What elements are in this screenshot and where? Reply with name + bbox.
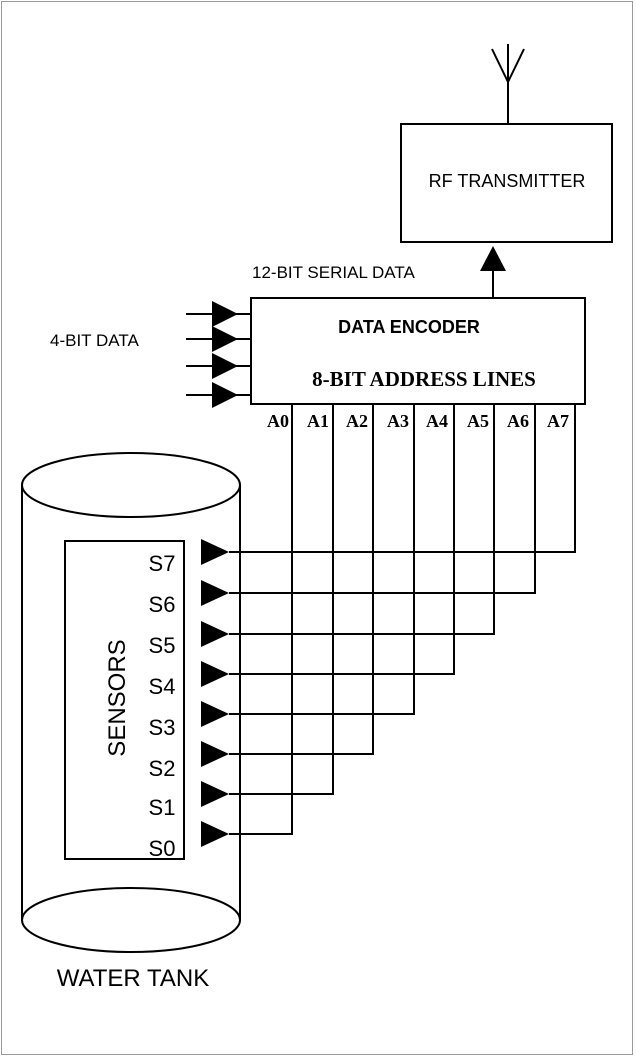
four-bit-data-label: 4-BIT DATA <box>50 331 139 350</box>
sensor-arrow-s1 <box>201 781 229 807</box>
data-encoder-box <box>250 297 586 405</box>
sensor-arrow-s6 <box>201 580 229 606</box>
sensor-arrow-s0 <box>201 821 229 847</box>
pin-label-a1: A1 <box>307 411 329 431</box>
sensors-box <box>64 540 185 860</box>
pin-label-a4: A4 <box>426 411 448 431</box>
tank-bottom <box>21 887 241 953</box>
serial-data-arrow <box>480 246 506 298</box>
pin-label-a6: A6 <box>507 411 529 431</box>
tank-top <box>21 452 241 518</box>
antenna-icon <box>491 44 525 124</box>
input-arrow-3 <box>212 353 238 379</box>
sensor-label-s3: S3 <box>149 715 176 740</box>
pin-label-a5: A5 <box>467 411 489 431</box>
input-arrow-2 <box>212 326 238 352</box>
wire-s3-a3 <box>229 404 415 715</box>
pin-label-a7: A7 <box>547 411 569 431</box>
sensor-label-s7: S7 <box>149 551 176 576</box>
four-bit-input-arrows <box>186 301 251 408</box>
pin-label-a3: A3 <box>387 411 409 431</box>
wire-s7-a7 <box>229 404 576 553</box>
sensor-arrow-s7 <box>201 539 229 565</box>
wire-s2-a2 <box>229 404 374 755</box>
wire-s5-a5 <box>229 404 495 635</box>
rf-transmitter-label: RF TRANSMITTER <box>429 171 586 191</box>
sensor-label-s4: S4 <box>149 674 176 699</box>
sensor-arrow-s2 <box>201 741 229 767</box>
serial-data-label: 12-BIT SERIAL DATA <box>252 263 415 282</box>
water-tank-label: WATER TANK <box>57 965 209 992</box>
address-pin-labels: A0 A1 A2 A3 A4 A5 A6 A7 <box>267 411 569 431</box>
sensor-arrows <box>201 539 229 847</box>
wire-s1-a1 <box>229 404 334 795</box>
wire-s0-a0 <box>229 404 293 835</box>
sensor-arrow-s3 <box>201 701 229 727</box>
sensor-label-s2: S2 <box>149 756 176 781</box>
sensor-labels: S7 S6 S5 S4 S3 S2 S1 S0 <box>149 551 176 861</box>
pin-label-a0: A0 <box>267 411 289 431</box>
sensor-label-s0: S0 <box>149 836 176 861</box>
rf-transmitter-box <box>400 123 613 243</box>
sensor-label-s1: S1 <box>149 795 176 820</box>
sensors-label: SENSORS <box>104 639 131 756</box>
sensor-arrow-s5 <box>201 621 229 647</box>
data-encoder-label: DATA ENCODER <box>338 317 480 337</box>
sensor-label-s5: S5 <box>149 633 176 658</box>
wire-s4-a4 <box>229 404 455 675</box>
sensor-label-s6: S6 <box>149 592 176 617</box>
address-wiring <box>229 404 576 835</box>
sensor-arrow-s4 <box>201 661 229 687</box>
wire-s6-a6 <box>229 404 536 594</box>
address-lines-label: 8-BIT ADDRESS LINES <box>312 367 536 391</box>
input-arrow-1 <box>212 301 238 327</box>
water-tank <box>21 452 241 953</box>
input-arrow-4 <box>212 382 238 408</box>
pin-label-a2: A2 <box>346 411 368 431</box>
